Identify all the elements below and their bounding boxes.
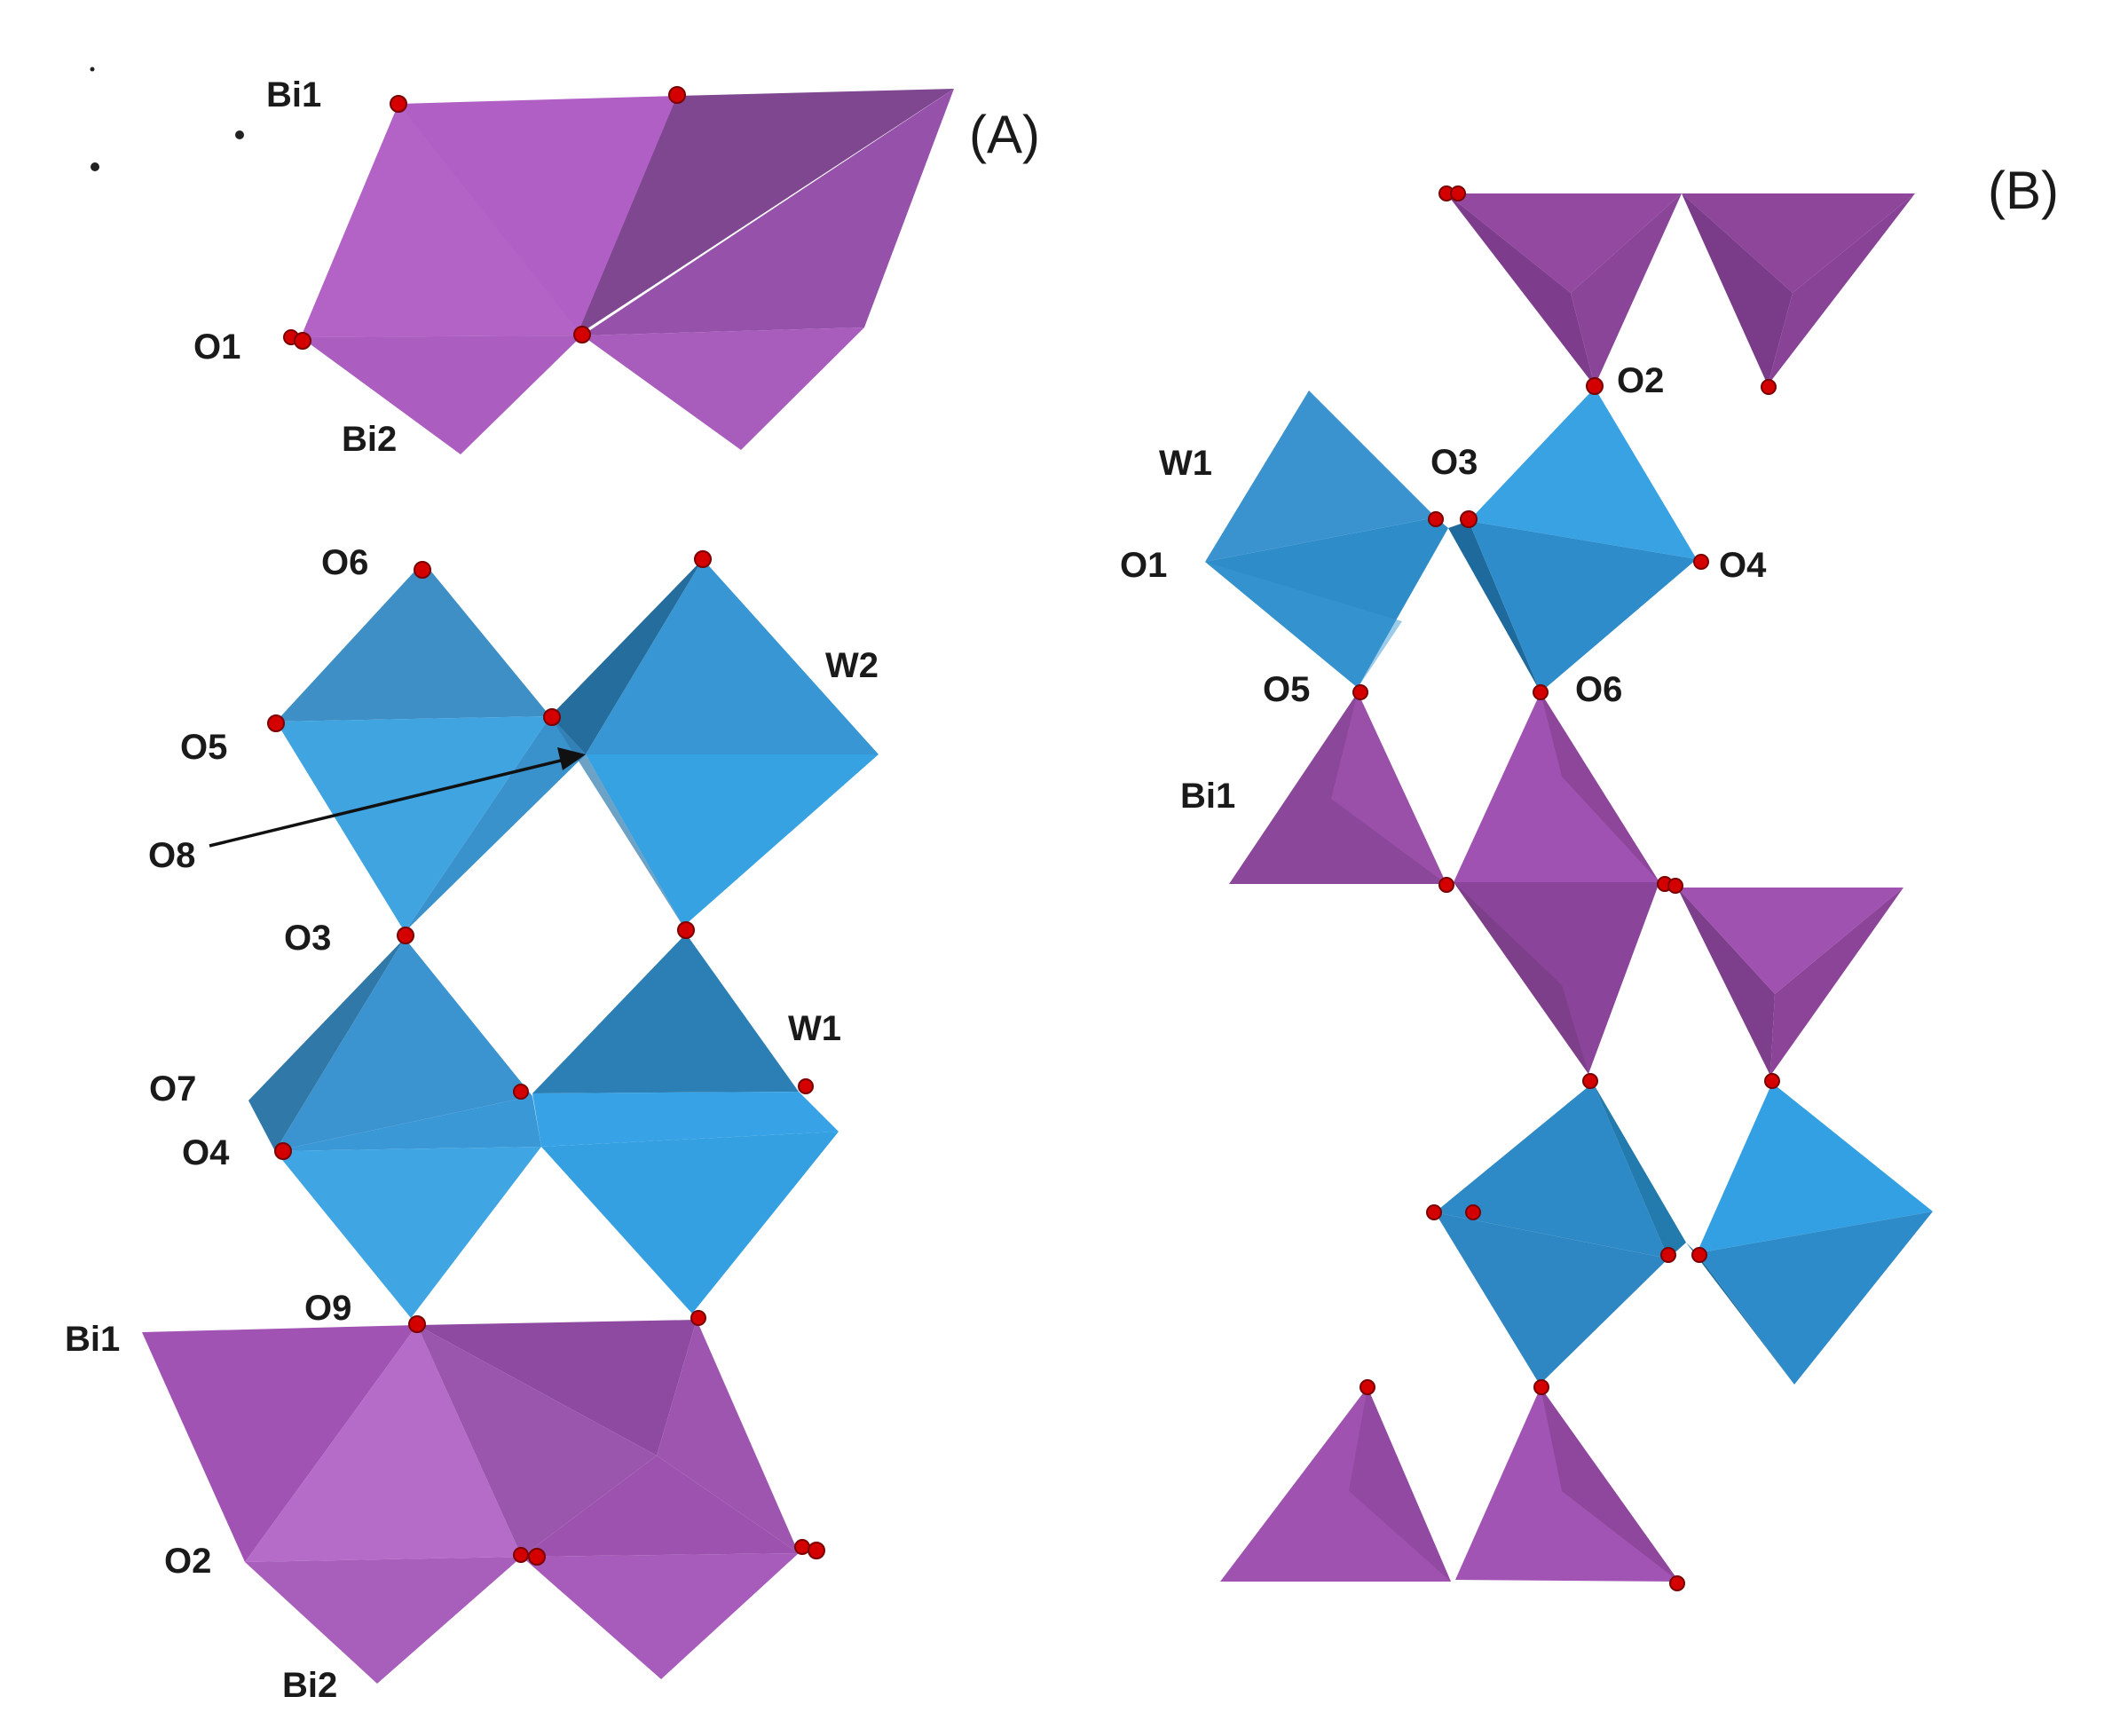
o-atom [513,1084,529,1100]
o-atom [1533,684,1549,700]
o-atom [690,1310,706,1326]
o-atom [1761,379,1777,395]
label-o1: O1 [193,327,240,367]
label-o8: O8 [148,836,195,875]
o-atom [1533,1379,1549,1395]
label-b-o3: O3 [1430,443,1478,482]
o-atom [808,1542,825,1559]
label-w2: W2 [825,646,879,685]
bi-polyhedra-bottom [142,1320,799,1684]
o-atom [677,921,695,939]
label-b-w1: W1 [1159,444,1212,483]
o-atom [1764,1073,1780,1089]
bi-tetrahedra-top [1446,193,1915,386]
panel-label-b: (B) [1988,161,2059,220]
o-atom [573,326,591,343]
label-bi1-top: Bi1 [266,75,321,114]
o-atom [528,1548,546,1566]
w-octahedra-lower [248,934,839,1318]
label-b-bi1: Bi1 [1180,777,1235,816]
o-atom [513,1547,529,1563]
o-atom [397,927,414,944]
label-o3: O3 [284,919,331,958]
o-atom [1691,1247,1707,1263]
o-atom [408,1315,426,1333]
label-o2: O2 [164,1542,211,1581]
o-atom [794,1539,810,1555]
o-atom [1450,185,1466,201]
label-b-o6: O6 [1575,670,1622,709]
o-atom [1426,1204,1442,1220]
w-octahedra-upper [276,559,879,932]
label-bi2-bottom: Bi2 [282,1666,337,1705]
w-octahedra-b-lower [1435,1083,1933,1385]
label-o9: O9 [304,1289,351,1328]
panel-a: (A) Bi1 O1 Bi2 O6 W2 O5 O8 O3 W1 O7 O4 O… [65,67,1040,1705]
o-atom [1438,877,1454,893]
o-atom [414,561,431,579]
o-atom [1465,1204,1481,1220]
o-atom [274,1142,292,1160]
label-o6: O6 [321,543,368,582]
o-atom [390,95,407,113]
o-atom [694,550,712,568]
o-atom [1360,1379,1375,1395]
bi-polyhedra-top [301,89,954,454]
o-atom [1582,1073,1598,1089]
o-atom [1586,377,1604,395]
o-atom [1693,554,1709,570]
o-atom [1669,1575,1685,1591]
bi-tetrahedra-bottom [1220,1387,1679,1582]
label-o5: O5 [180,728,227,767]
w-octahedra-b-upper [1205,388,1697,692]
oxygen-atoms-b [1352,185,1780,1591]
o-atom [294,332,311,350]
label-bi1-bottom: Bi1 [65,1320,120,1359]
label-b-o4: O4 [1719,546,1767,585]
o-atom [1352,684,1368,700]
o-atom [267,714,285,732]
o-atom [1428,511,1444,527]
o-atom [543,708,561,726]
label-b-o5: O5 [1263,670,1310,709]
oxygen-atoms-a [267,86,825,1566]
labels-b: (B) O2 W1 O3 O1 O4 O5 O6 Bi1 [1120,161,2059,816]
bi-polyhedra-b-middle [1229,692,1903,1076]
label-b-o2: O2 [1617,361,1664,400]
label-o7: O7 [149,1069,196,1109]
panel-label-a: (A) [969,105,1040,164]
o-atom [798,1078,814,1094]
o-atom [668,86,686,104]
stray-dots [90,67,244,171]
panel-b: (B) O2 W1 O3 O1 O4 O5 O6 Bi1 [1120,161,2059,1591]
o-atom [1667,878,1683,894]
label-b-o1: O1 [1120,546,1167,585]
o-atom [1660,1247,1676,1263]
label-w1: W1 [788,1009,841,1048]
label-o4: O4 [182,1133,230,1172]
o8-arrow [209,747,586,848]
label-bi2-top: Bi2 [342,420,397,459]
o-atom [1460,510,1478,528]
labels-a: (A) Bi1 O1 Bi2 O6 W2 O5 O8 O3 W1 O7 O4 O… [65,75,1040,1705]
